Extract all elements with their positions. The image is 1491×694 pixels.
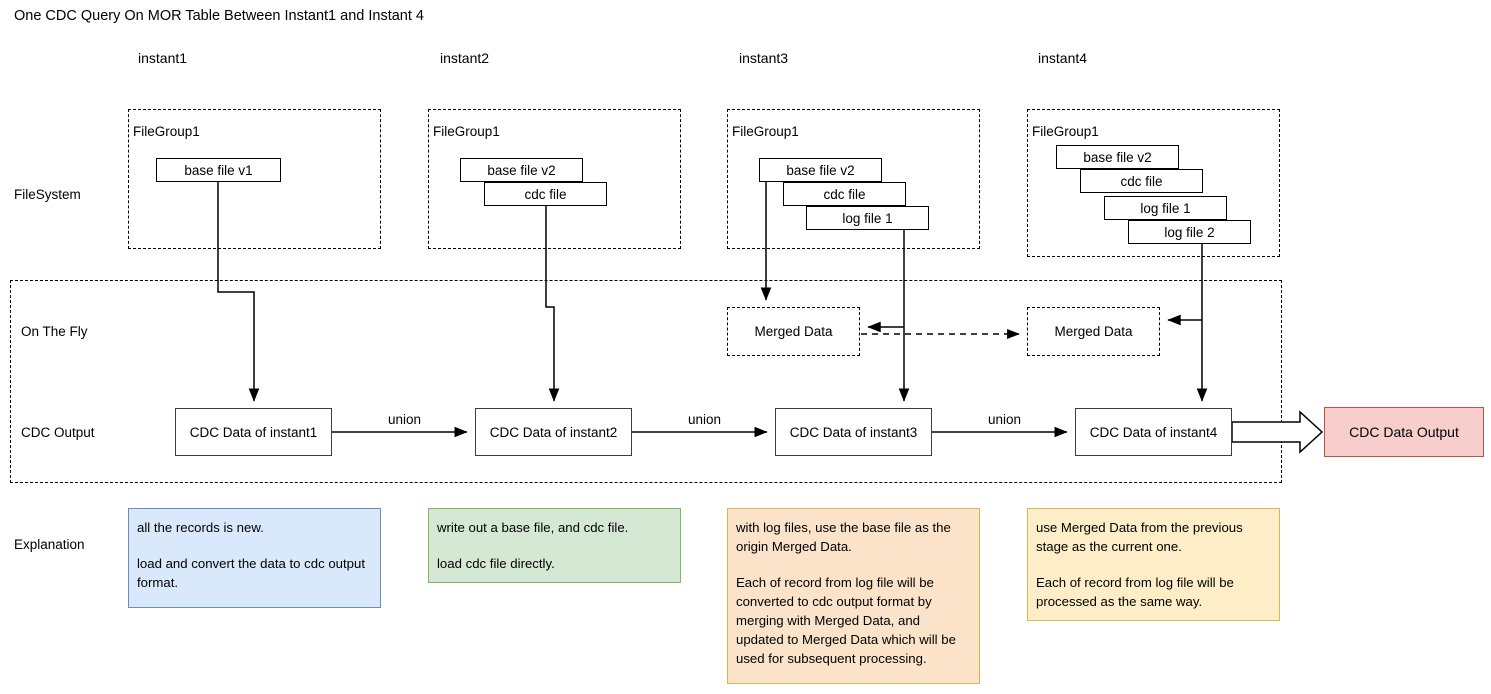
file-box-base-file-v2-g4[interactable]: base file v2 [1056, 145, 1179, 169]
instant-label-3: instant3 [739, 50, 789, 66]
explanation-3-para-1: with log files, use the base file as the… [736, 520, 951, 554]
filegroup-title-3: FileGroup1 [732, 124, 799, 139]
explanation-box-2: write out a base file, and cdc file. loa… [428, 508, 681, 583]
file-box-base-file-v2-g3[interactable]: base file v2 [759, 158, 882, 182]
explanation-box-4: use Merged Data from the previous stage … [1027, 508, 1280, 621]
row-label-explanation: Explanation [14, 537, 85, 552]
filegroup-title-1: FileGroup1 [133, 124, 200, 139]
filegroup-box-3: FileGroup1 [727, 109, 980, 249]
file-box-cdc-file-g4[interactable]: cdc file [1080, 169, 1203, 193]
row-label-on-the-fly: On The Fly [21, 324, 88, 339]
processing-container [10, 280, 1282, 483]
instant-label-4: instant4 [1038, 50, 1088, 66]
file-box-base-file-v2-g2[interactable]: base file v2 [460, 158, 583, 182]
instant-label-1: instant1 [138, 50, 188, 66]
file-box-log-file-2-g4[interactable]: log file 2 [1128, 220, 1251, 244]
cdc-data-output-box[interactable]: CDC Data Output [1324, 407, 1484, 457]
file-box-log-file-1-g3[interactable]: log file 1 [806, 206, 929, 230]
explanation-3-para-2: Each of record from log file will be con… [736, 575, 956, 666]
filegroup-title-2: FileGroup1 [433, 124, 500, 139]
explanation-1-para-2: load and convert the data to cdc output … [137, 556, 366, 590]
file-box-base-file-v1[interactable]: base file v1 [156, 158, 281, 182]
explanation-4-para-1: use Merged Data from the previous stage … [1036, 520, 1243, 554]
file-box-cdc-file-g3[interactable]: cdc file [783, 182, 906, 206]
filegroup-title-4: FileGroup1 [1032, 124, 1099, 139]
cdc-data-box-1[interactable]: CDC Data of instant1 [175, 408, 332, 456]
merged-data-box-2[interactable]: Merged Data [1027, 307, 1160, 356]
explanation-2-para-1: write out a base file, and cdc file. [437, 520, 629, 535]
cdc-data-box-2[interactable]: CDC Data of instant2 [475, 408, 632, 456]
explanation-box-3: with log files, use the base file as the… [727, 508, 980, 684]
union-label-1: union [386, 412, 424, 427]
row-label-cdc-output: CDC Output [21, 425, 95, 440]
explanation-2-para-2: load cdc file directly. [437, 556, 555, 571]
filegroup-box-4: FileGroup1 [1027, 109, 1280, 257]
file-box-cdc-file-g2[interactable]: cdc file [484, 182, 607, 206]
row-label-filesystem: FileSystem [14, 187, 81, 202]
union-label-3: union [986, 412, 1024, 427]
instant-label-2: instant2 [440, 50, 490, 66]
cdc-data-box-4[interactable]: CDC Data of instant4 [1075, 408, 1232, 456]
union-label-2: union [686, 412, 724, 427]
file-box-log-file-1-g4[interactable]: log file 1 [1104, 196, 1227, 220]
explanation-box-1: all the records is new. load and convert… [128, 508, 381, 608]
page-title: One CDC Query On MOR Table Between Insta… [14, 8, 424, 24]
explanation-1-para-1: all the records is new. [137, 520, 264, 535]
explanation-4-para-2: Each of record from log file will be pro… [1036, 575, 1234, 609]
merged-data-box-1[interactable]: Merged Data [727, 307, 860, 356]
cdc-data-box-3[interactable]: CDC Data of instant3 [775, 408, 932, 456]
